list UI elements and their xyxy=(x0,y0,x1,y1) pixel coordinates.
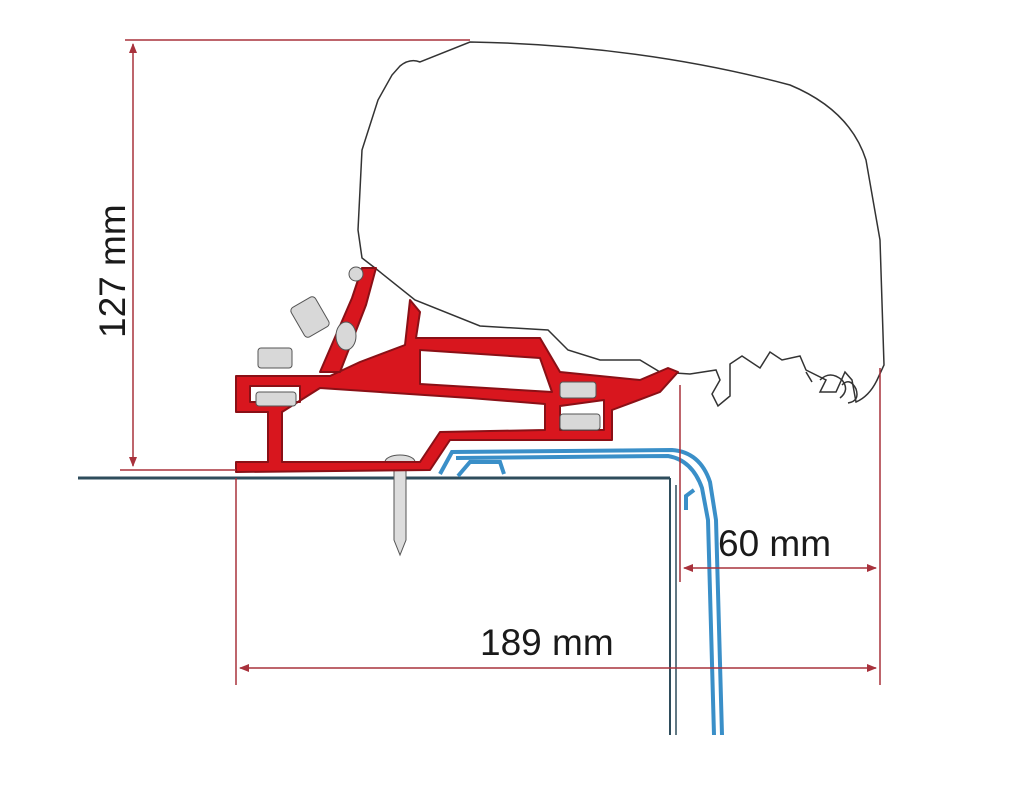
awning-end-profile xyxy=(805,371,858,404)
bolt-nuts xyxy=(255,266,601,431)
awning-housing-outline xyxy=(357,41,885,408)
dimension-lines xyxy=(120,39,881,685)
height-dimension-label: 127 mm xyxy=(92,204,133,338)
overhang-dimension-label: 60 mm xyxy=(718,523,831,564)
panel-hook xyxy=(684,488,696,510)
blue-roof-panel xyxy=(438,447,724,736)
depth-dimension-label: 189 mm xyxy=(480,622,614,663)
